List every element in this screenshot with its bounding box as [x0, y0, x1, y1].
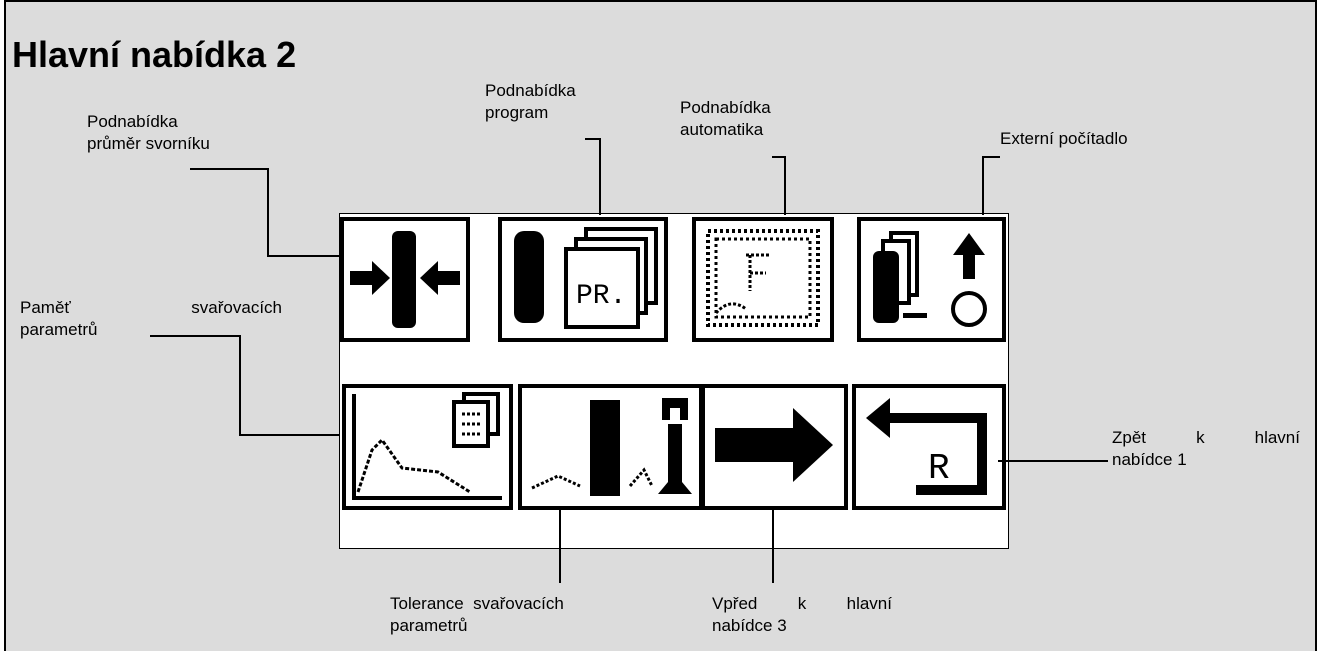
tile-zpet[interactable]: R — [852, 384, 1006, 510]
tile-automatika[interactable] — [692, 217, 834, 342]
label-zpet-line1: Zpět k hlavní — [1112, 427, 1300, 449]
label-vpred-line1: Vpřed k hlavní — [712, 593, 892, 615]
label-pamet-word2: svařovacích — [191, 298, 282, 317]
forward-arrow-icon — [715, 408, 833, 482]
tolerance-wrench-icon — [531, 398, 692, 496]
label-automatika: Podnabídka automatika — [680, 97, 771, 141]
clamp-arrows-icon — [350, 231, 460, 328]
automatic-pattern-icon — [706, 229, 820, 327]
tile-externi-pocitadlo[interactable] — [857, 217, 1006, 342]
label-vpred-line2: nabídce 3 — [712, 616, 787, 635]
return-tile-text: R — [928, 448, 950, 489]
label-automatika-line1: Podnabídka — [680, 98, 771, 117]
page-title: Hlavní nabídka 2 — [12, 34, 297, 75]
label-prumer-line2: průměr svorníku — [87, 134, 210, 153]
label-prumer-svorniku: Podnabídka průměr svorníku — [87, 111, 210, 155]
program-pages-icon: PR. — [514, 227, 658, 329]
label-vpred-word1: Vpřed — [712, 594, 758, 613]
label-tolerance: Tolerance svařovacích parametrů — [390, 593, 564, 637]
display-screen: PR. — [339, 213, 1009, 549]
tile-vpred[interactable] — [701, 384, 848, 510]
label-zpet-line2: nabídce 1 — [1112, 450, 1187, 469]
label-pocitadlo-line1: Externí počítadlo — [1000, 129, 1128, 148]
label-vpred-word2: k — [797, 594, 807, 613]
label-pamet-word1: Paměť — [20, 298, 71, 317]
return-arrow-icon: R — [866, 398, 987, 495]
label-pamet-parametru: Paměť svařovacích parametrů — [20, 297, 282, 341]
label-automatika-line2: automatika — [680, 120, 764, 139]
label-pamet-line1: Paměť svařovacích — [20, 297, 282, 319]
label-vpred-word3: hlavní — [846, 594, 892, 613]
label-tolerance-line2: parametrů — [390, 616, 468, 635]
label-zpet: Zpět k hlavní nabídce 1 — [1112, 427, 1300, 471]
label-prumer-line1: Podnabídka — [87, 112, 178, 131]
label-tolerance-line1: Tolerance svařovacích — [390, 594, 564, 613]
tile-tolerance[interactable] — [518, 384, 703, 510]
external-counter-icon — [873, 231, 987, 327]
label-program: Podnabídka program — [485, 80, 576, 124]
program-tile-text: PR. — [576, 281, 626, 312]
label-zpet-word1: Zpět — [1112, 428, 1147, 447]
label-pamet-line2: parametrů — [20, 320, 98, 339]
parameter-graph-icon — [352, 392, 502, 500]
label-program-line2: program — [485, 103, 549, 122]
tile-pamet-parametru[interactable] — [342, 384, 513, 510]
tile-prumer-svorniku[interactable] — [340, 217, 470, 342]
label-externi-pocitadlo: Externí počítadlo — [1000, 128, 1128, 150]
label-zpet-word3: hlavní — [1254, 428, 1300, 447]
tile-program[interactable]: PR. — [498, 217, 668, 342]
label-zpet-word2: k — [1196, 428, 1205, 447]
label-vpred: Vpřed k hlavní nabídce 3 — [712, 593, 892, 637]
label-program-line1: Podnabídka — [485, 81, 576, 100]
